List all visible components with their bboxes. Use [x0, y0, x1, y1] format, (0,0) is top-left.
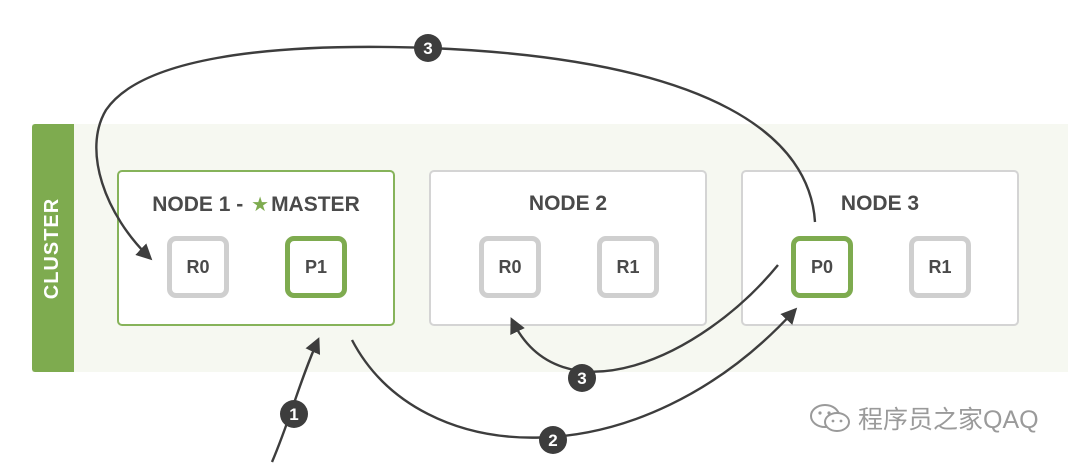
node-3-shard-r1: R1: [909, 236, 971, 298]
step-badge-3-upper-text: 3: [423, 39, 432, 58]
node-2-shard-r1: R1: [597, 236, 659, 298]
node-3-title: NODE 3: [840, 192, 920, 215]
node-3-shard-p0: P0: [791, 236, 853, 298]
node-1-title-prefix: NODE 1 -: [152, 193, 244, 216]
node-1: NODE 1 - ★MASTER R0 P1: [117, 170, 395, 326]
step-badge-1-text: 1: [289, 405, 298, 424]
step-badge-3-lower: 3: [568, 364, 596, 392]
step-badge-2-text: 2: [548, 431, 557, 450]
cluster-tab: [32, 124, 74, 372]
node-1-shard-p1: P1: [285, 236, 347, 298]
node-1-shard-r0: R0: [167, 236, 229, 298]
node-2-title: NODE 2: [528, 192, 608, 215]
star-icon: ★: [251, 194, 270, 216]
watermark-text: 程序员之家QAQ: [858, 406, 1039, 434]
node-3: NODE 3 P0 R1: [741, 170, 1019, 326]
node-2: NODE 2 R0 R1: [429, 170, 707, 326]
step-badge-3-upper: 3: [414, 34, 442, 62]
watermark: 程序员之家QAQ: [808, 400, 1039, 436]
step-badge-2: 2: [539, 426, 567, 454]
step-badge-1: 1: [280, 400, 308, 428]
wechat-icon: [810, 404, 850, 432]
step-badge-3-lower-text: 3: [577, 369, 586, 388]
node-1-title: NODE 1 - ★MASTER: [119, 192, 393, 217]
node-2-shard-r0: R0: [479, 236, 541, 298]
arrow-step-3-lower: [510, 264, 779, 373]
node-1-role: MASTER: [271, 193, 360, 216]
arrow-step-3-upper: [95, 45, 817, 261]
